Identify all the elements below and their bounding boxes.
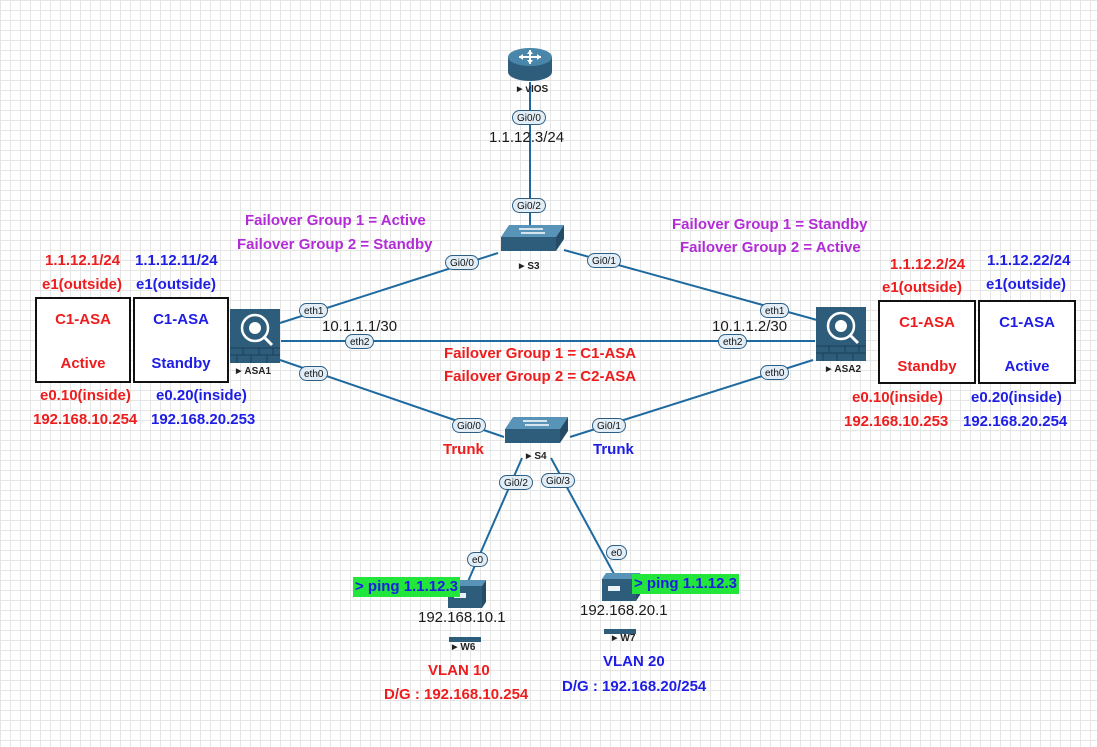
right-red-outside-ip: 1.1.12.2/24 xyxy=(890,256,966,273)
w7-ip: 192.168.20.1 xyxy=(580,602,668,619)
left-blue-outside-if: e1(outside) xyxy=(136,276,217,293)
right-blue-inside-ip: 192.168.20.254 xyxy=(963,413,1068,430)
asa2-link-ip: 10.1.1.2/30 xyxy=(712,318,788,335)
vios-ip: 1.1.12.3/24 xyxy=(489,129,565,146)
w6-label: W6 xyxy=(452,642,475,653)
port-s4-gi01[interactable]: Gi0/1 xyxy=(592,418,626,433)
context-box-left-red[interactable]: C1-ASA Active xyxy=(35,297,131,383)
context-name: C1-ASA xyxy=(999,314,1055,331)
left-blue-inside-if: e0.20(inside) xyxy=(156,387,247,404)
right-blue-inside-if: e0.20(inside) xyxy=(971,389,1062,406)
context-box-right-red[interactable]: C1-ASA Standby xyxy=(878,300,976,384)
port-s3-gi00[interactable]: Gi0/0 xyxy=(445,255,479,270)
workstation-base-icon xyxy=(604,622,636,640)
w7-label: W7 xyxy=(612,633,635,644)
firewall-icon[interactable] xyxy=(815,306,867,367)
trunk-label-right: Trunk xyxy=(593,441,634,458)
trunk-label-left: Trunk xyxy=(443,441,484,458)
vlan20-gateway: D/G : 192.168.20/254 xyxy=(562,678,707,695)
port-asa1-eth0[interactable]: eth0 xyxy=(299,366,329,381)
context-state: Active xyxy=(1004,358,1050,375)
port-w6-e0[interactable]: e0 xyxy=(467,552,489,567)
router-icon[interactable] xyxy=(507,46,553,87)
left-red-inside-if: e0.10(inside) xyxy=(40,387,131,404)
left-red-outside-ip: 1.1.12.1/24 xyxy=(45,252,121,269)
asa2-label: ASA2 xyxy=(826,364,861,375)
port-asa1-eth1[interactable]: eth1 xyxy=(299,303,329,318)
context-name: C1-ASA xyxy=(153,311,209,328)
context-state: Active xyxy=(60,355,106,372)
switch-icon[interactable] xyxy=(499,224,565,257)
center-failover-group1: Failover Group 1 = C1-ASA xyxy=(444,345,637,362)
context-name: C1-ASA xyxy=(55,311,111,328)
port-s3-gi02[interactable]: Gi0/2 xyxy=(512,198,546,213)
firewall-icon[interactable] xyxy=(229,308,281,369)
asa2-failover-group2: Failover Group 2 = Active xyxy=(680,239,861,256)
port-asa2-eth0[interactable]: eth0 xyxy=(760,365,790,380)
left-red-outside-if: e1(outside) xyxy=(42,276,123,293)
context-box-right-blue[interactable]: C1-ASA Active xyxy=(978,300,1076,384)
vlan10-gateway: D/G : 192.168.10.254 xyxy=(384,686,529,703)
port-asa2-eth1[interactable]: eth1 xyxy=(760,303,790,318)
context-name: C1-ASA xyxy=(899,314,955,331)
right-red-outside-if: e1(outside) xyxy=(882,279,963,296)
port-vios-gi00[interactable]: Gi0/0 xyxy=(512,110,546,125)
s4-label: S4 xyxy=(526,451,546,462)
port-s3-gi01[interactable]: Gi0/1 xyxy=(587,253,621,268)
port-s4-gi00[interactable]: Gi0/0 xyxy=(452,418,486,433)
context-state: Standby xyxy=(897,358,957,375)
left-blue-inside-ip: 192.168.20.253 xyxy=(151,411,256,428)
asa1-label: ASA1 xyxy=(236,366,271,377)
right-red-inside-ip: 192.168.10.253 xyxy=(844,413,949,430)
context-box-left-blue[interactable]: C1-ASA Standby xyxy=(133,297,229,383)
vlan10-name: VLAN 10 xyxy=(428,662,490,679)
context-state: Standby xyxy=(151,355,211,372)
right-blue-outside-ip: 1.1.12.22/24 xyxy=(987,252,1071,269)
right-red-inside-if: e0.10(inside) xyxy=(852,389,943,406)
center-failover-group2: Failover Group 2 = C2-ASA xyxy=(444,368,637,385)
port-asa1-eth2[interactable]: eth2 xyxy=(345,334,375,349)
asa1-failover-group2: Failover Group 2 = Standby xyxy=(237,236,433,253)
asa1-link-ip: 10.1.1.1/30 xyxy=(322,318,398,335)
right-blue-outside-if: e1(outside) xyxy=(986,276,1067,293)
left-blue-outside-ip: 1.1.12.11/24 xyxy=(135,252,218,269)
vlan20-name: VLAN 20 xyxy=(603,653,665,670)
workstation-base-icon xyxy=(449,630,481,648)
vios-label: vIOS xyxy=(517,84,548,95)
ping-box-w6: > ping 1.1.12.3 xyxy=(353,577,460,597)
asa2-failover-group1: Failover Group 1 = Standby xyxy=(672,216,868,233)
port-s4-gi03[interactable]: Gi0/3 xyxy=(541,473,575,488)
switch-icon[interactable] xyxy=(503,416,569,449)
port-w7-e0[interactable]: e0 xyxy=(606,545,628,560)
port-s4-gi02[interactable]: Gi0/2 xyxy=(499,475,533,490)
asa1-failover-group1: Failover Group 1 = Active xyxy=(245,212,426,229)
w6-ip: 192.168.10.1 xyxy=(418,609,506,626)
left-red-inside-ip: 192.168.10.254 xyxy=(33,411,138,428)
ping-box-w7: > ping 1.1.12.3 xyxy=(632,574,739,594)
port-asa2-eth2[interactable]: eth2 xyxy=(718,334,748,349)
s3-label: S3 xyxy=(519,261,539,272)
